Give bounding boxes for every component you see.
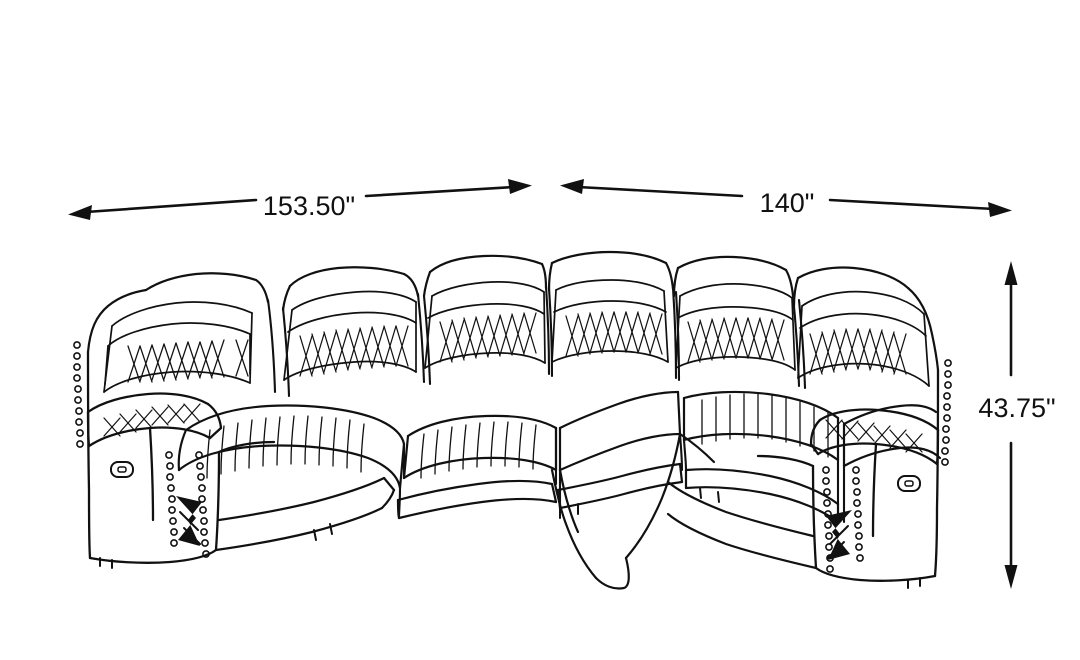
recline-button-right — [897, 475, 921, 492]
height-arrowhead-bottom — [1004, 565, 1018, 589]
dimension-label-height: 43.75" — [978, 393, 1055, 423]
dimension-label-right-span: 140" — [760, 188, 815, 218]
right-span-arrowhead-right — [988, 202, 1012, 217]
height-arrowhead-top — [1004, 261, 1018, 285]
recline-button-left — [110, 461, 134, 478]
arm-front-decorative-trim-left — [176, 496, 202, 546]
dimension-left-span — [68, 179, 532, 220]
right-arm — [756, 368, 940, 582]
back-cushion-panels — [103, 279, 930, 393]
sectional-sofa-illustration — [73, 250, 952, 590]
seat-cushion-row — [177, 390, 942, 490]
dimension-right-span — [560, 179, 1012, 217]
left-span-line-a — [84, 198, 258, 214]
right-span-arrowhead-left — [560, 179, 584, 194]
dimension-height — [1004, 261, 1018, 589]
arm-front-decorative-trim-right — [826, 510, 852, 560]
sofa-feet — [99, 487, 921, 589]
dimension-label-left-span: 153.50" — [263, 191, 355, 221]
left-span-line-b — [364, 185, 516, 198]
left-span-arrowhead-left — [68, 205, 92, 220]
seat-divider-seams — [397, 426, 846, 524]
corner-wedge-body — [550, 432, 716, 590]
seat-channel-stitching — [206, 393, 829, 479]
base-skirt — [214, 462, 840, 570]
back-seams — [266, 284, 807, 398]
right-span-line-a — [576, 185, 744, 198]
right-span-line-b — [828, 198, 996, 211]
left-arm — [86, 350, 276, 564]
left-span-arrowhead-right — [508, 179, 532, 194]
